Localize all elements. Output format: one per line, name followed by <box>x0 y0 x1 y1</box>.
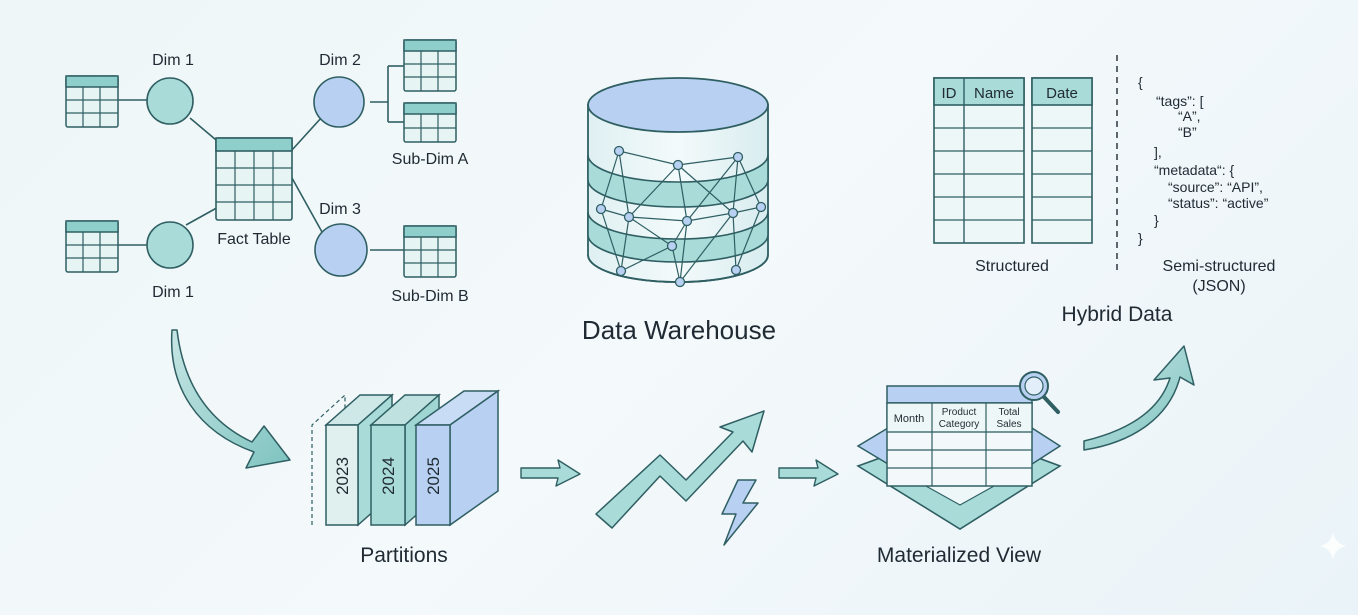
data-warehouse: Data Warehouse <box>582 77 776 345</box>
dim-table-bottom-left <box>65 220 119 273</box>
dim3-label: Dim 3 <box>319 201 361 218</box>
col-product-header: Product <box>942 407 977 418</box>
hybrid-data-title: Hybrid Data <box>1062 303 1173 326</box>
json-line: “status”: “active” <box>1168 195 1269 211</box>
data-warehouse-title: Data Warehouse <box>582 315 776 345</box>
sparkle-icon <box>1319 532 1347 560</box>
schema-connectors <box>118 65 404 251</box>
col-total-header-2: Sales <box>996 419 1021 430</box>
json-line: “source”: “API”, <box>1168 179 1263 195</box>
json-line: “tags”: [ <box>1156 93 1204 109</box>
dim1-bottom-node <box>146 221 194 269</box>
curved-arrow-up-icon <box>1083 345 1195 451</box>
json-line: { <box>1138 74 1143 90</box>
col-id-header: ID <box>942 85 957 102</box>
sub-dim-a-table-2 <box>403 102 457 143</box>
materialized-view: Month Product Category Total Sales Mater… <box>856 371 1062 567</box>
fact-table <box>215 137 293 221</box>
fact-table-label: Fact Table <box>217 231 291 248</box>
col-total-header: Total <box>998 407 1019 418</box>
col-date-header: Date <box>1046 85 1078 102</box>
dim2-label: Dim 2 <box>319 52 361 69</box>
arrow-right-icon <box>778 459 839 487</box>
json-line: “metadata“: { <box>1154 162 1234 178</box>
lightning-icon <box>721 479 759 546</box>
sub-dim-a-label: Sub-Dim A <box>392 151 469 168</box>
star-schema: Dim 1 Dim 1 Dim 2 Dim 3 Fact Table Sub-D… <box>65 39 469 305</box>
magnifier-icon <box>1019 371 1060 414</box>
hybrid-data: ID Name Date Structured { “tags”: [ “A”,… <box>933 55 1276 326</box>
col-name-header: Name <box>974 85 1014 102</box>
sub-dim-a-table-1 <box>403 39 457 92</box>
partition-year-label: 2024 <box>379 457 398 495</box>
dim1-top-label: Dim 1 <box>152 52 194 69</box>
dim2-node <box>313 76 365 128</box>
json-snippet: { “tags”: [ “A”, “B” ], “metadata“: { “s… <box>1138 74 1269 246</box>
partition-2024 <box>369 393 441 527</box>
json-line: ], <box>1154 144 1162 160</box>
dim-table-top-left <box>65 75 119 128</box>
dim1-top-node <box>146 77 194 125</box>
structured-label: Structured <box>975 258 1049 275</box>
json-line: } <box>1154 212 1159 228</box>
sub-dim-b-table <box>403 225 457 278</box>
json-line: “A”, <box>1178 108 1201 124</box>
col-month-header: Month <box>894 413 925 425</box>
dim1-bottom-label: Dim 1 <box>152 284 194 301</box>
dim3-node <box>314 223 368 277</box>
arrow-right-icon <box>520 459 581 487</box>
json-line: “B” <box>1178 124 1197 140</box>
json-label: (JSON) <box>1192 278 1245 295</box>
sub-dim-b-label: Sub-Dim B <box>391 288 468 305</box>
json-line: } <box>1138 230 1143 246</box>
partition-year-label: 2023 <box>333 457 352 495</box>
network-edges <box>600 150 762 283</box>
col-product-header-2: Category <box>939 419 980 430</box>
growth-arrow-icon <box>595 410 765 529</box>
partitions: 2023 2024 2025 Partitions <box>311 389 501 567</box>
partition-2025 <box>413 389 501 527</box>
curved-arrow-down-icon <box>170 329 291 469</box>
partition-year-label: 2025 <box>424 457 443 495</box>
partitions-title: Partitions <box>360 544 448 567</box>
materialized-view-title: Materialized View <box>877 544 1042 567</box>
network-nodes <box>595 145 767 288</box>
semi-structured-label: Semi-structured <box>1163 258 1276 275</box>
